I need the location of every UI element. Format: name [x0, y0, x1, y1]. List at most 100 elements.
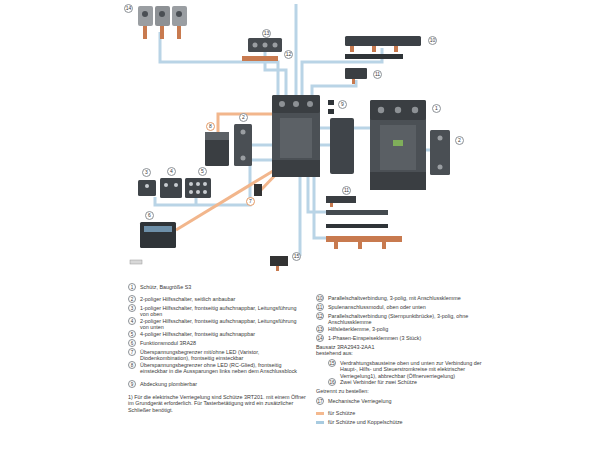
callout-number: 10	[428, 36, 437, 45]
legend-text: für Schütze und Koppelschütze	[328, 419, 403, 425]
screw	[438, 136, 443, 141]
star-point-bridge	[242, 56, 278, 61]
screw-hole	[142, 11, 148, 17]
item-text: 2-poliger Hilfsschalter, frontseitig auf…	[140, 318, 300, 331]
blue-leader	[295, 4, 298, 95]
screw	[203, 190, 207, 194]
item-text: Spulenanschlussmodul, oben oder unten	[328, 304, 508, 310]
callout-number: 2	[455, 136, 464, 145]
list-number: 2	[128, 295, 136, 303]
item-text: 1-poliger Hilfsschalter, frontseitig auf…	[140, 305, 300, 318]
screw	[203, 182, 207, 186]
screw	[263, 43, 268, 48]
item-text: Parallelschaltverbindung, 3-polig, mit A…	[328, 295, 508, 301]
list-number: 1	[128, 283, 136, 291]
screw	[196, 190, 200, 194]
link-bar	[326, 224, 388, 228]
copper-tab	[394, 46, 398, 52]
callout-number: 7	[246, 197, 255, 206]
copper-tab	[372, 46, 376, 52]
blue-leader	[195, 198, 198, 205]
screw	[412, 107, 418, 113]
list-number: 15	[328, 359, 336, 367]
front-panel	[380, 125, 416, 170]
suppressor-top	[205, 132, 229, 140]
screw-hole	[159, 11, 165, 17]
blue-leader	[252, 144, 272, 147]
varistor	[254, 184, 262, 196]
item-text: Schütz, Baugröße S3	[140, 284, 305, 290]
callout-number: 2	[239, 113, 248, 122]
screw	[378, 107, 384, 113]
side-auxiliary-switch	[234, 124, 252, 166]
callout-number: 8	[206, 122, 215, 131]
module-housing	[270, 256, 288, 266]
screw	[307, 101, 313, 107]
item-text: Überspannungsbegrenzer ohne LED (RC-Glie…	[140, 362, 300, 375]
screw	[438, 165, 443, 170]
switch-housing	[234, 124, 252, 166]
terminal-strip	[272, 95, 320, 113]
copper-pin	[276, 266, 279, 271]
module-label	[144, 226, 172, 232]
blue-leader	[312, 80, 356, 95]
list-number: 17	[316, 397, 324, 405]
item-text: Hilfsleiterklemme, 3-polig	[328, 326, 508, 332]
callout-number: 9	[338, 100, 347, 109]
callout-number: 4	[167, 167, 176, 176]
item-text: 4-poliger Hilfsschalter, frontseitig auf…	[140, 331, 305, 337]
link-bar	[345, 54, 403, 59]
copper-tab	[334, 242, 338, 249]
wiring-module	[270, 256, 288, 271]
screw	[241, 156, 246, 161]
auxiliary-conductor-terminal	[248, 38, 282, 52]
indicator	[393, 140, 403, 146]
legend-swatch	[316, 421, 324, 424]
screw	[189, 190, 193, 194]
aux-switch-1pole	[138, 180, 156, 196]
blue-leader	[308, 177, 326, 212]
blue-leader	[299, 177, 302, 256]
contactor-s3-large	[370, 100, 450, 190]
seal-part	[328, 109, 334, 114]
list-number: 7	[128, 348, 136, 356]
rc-suppressor	[205, 132, 229, 166]
callout-number: 15	[292, 252, 301, 261]
contactor-only-lines	[176, 114, 284, 230]
function-module	[130, 222, 176, 264]
item-text: Funktionsmodul 3RA28	[140, 340, 305, 346]
item-text: Überspannungsbegrenzer mit/ohne LED (Var…	[140, 349, 300, 362]
sealable-cover	[330, 118, 354, 174]
parallel-link	[345, 36, 421, 59]
cover-panel	[330, 118, 354, 174]
screw	[395, 107, 401, 113]
footnote: 1) Für die elektrische Verriegelung sind…	[128, 394, 306, 413]
callout-number: 11	[342, 186, 351, 195]
list-number: 4	[128, 317, 136, 325]
item-text: 1-Phasen-Einspeiseklemmen (3 Stück)	[328, 335, 508, 341]
front-auxiliary-switches	[138, 178, 211, 198]
callout-number: 5	[198, 167, 207, 176]
blue-leader	[320, 144, 330, 147]
kit-heading: Bausatz 3RA2943-2AA1 bestehend aus:	[316, 344, 391, 357]
screw	[164, 183, 168, 187]
list-number: 3	[128, 304, 136, 312]
copper-pin	[160, 26, 164, 39]
small-parts	[328, 100, 334, 114]
copper-tab	[382, 242, 386, 249]
item-text: Verdrahtungsbausteine oben und unten zur…	[340, 360, 500, 379]
legend-row: für Schütze	[316, 410, 456, 417]
copper-pin	[143, 26, 147, 39]
terminal-strip	[272, 160, 320, 177]
list-number: 9	[128, 380, 136, 388]
item-text: Parallelschaltverbindung (Sternpunktbrüc…	[328, 313, 478, 326]
suppressor-plug	[254, 184, 262, 196]
group-heading: Getrennt zu bestellen:	[316, 388, 436, 394]
assignment-lines	[155, 4, 430, 256]
list-number: 6	[128, 339, 136, 347]
callout-number: 6	[145, 211, 154, 220]
callout-number: 14	[124, 4, 133, 13]
terminal-block	[172, 6, 187, 26]
